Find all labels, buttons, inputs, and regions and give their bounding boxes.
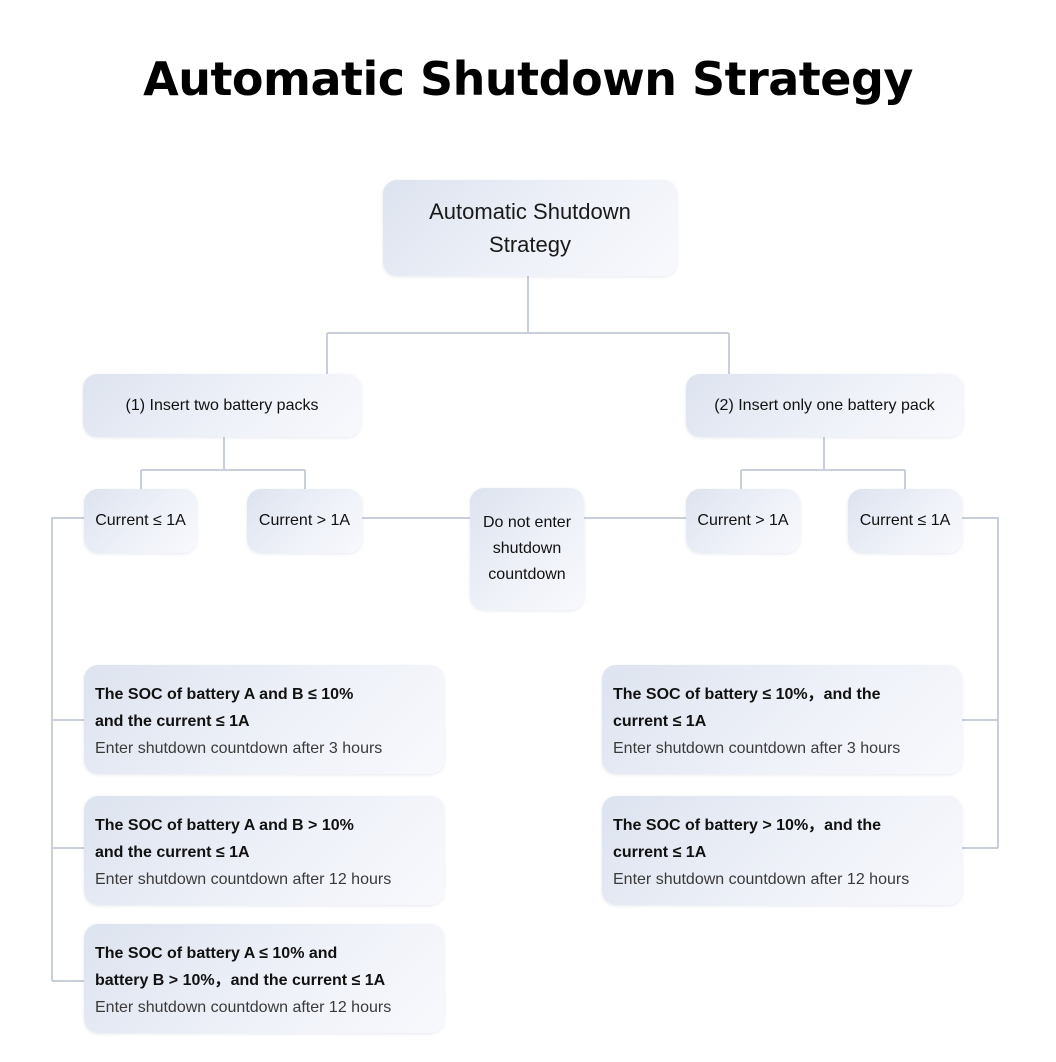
rule-condition-line-1: The SOC of battery > 10%，and the (613, 817, 882, 834)
rule-condition-line-2: and the current ≤ 1A (95, 844, 250, 861)
no-countdown-line-2: shutdown (492, 540, 562, 557)
condition-left-current-high: Current > 1A (247, 489, 362, 553)
branch-two-battery-packs: (1) Insert two battery packs (83, 374, 361, 437)
condition-right-current-high: Current > 1A (686, 489, 800, 553)
no-countdown-line-3: countdown (488, 566, 566, 583)
rule-action: Enter shutdown countdown after 3 hours (613, 740, 901, 757)
page-title: Automatic Shutdown Strategy (143, 52, 913, 106)
root-node-line-2: Strategy (489, 232, 571, 257)
rule-two-packs-2: The SOC of battery A and B > 10% and the… (84, 796, 444, 905)
branch-one-battery-pack-label: (2) Insert only one battery pack (714, 396, 935, 414)
condition-label: Current ≤ 1A (859, 512, 951, 529)
condition-label: Current ≤ 1A (95, 512, 186, 529)
branch-two-battery-packs-label: (1) Insert two battery packs (125, 396, 319, 414)
rule-one-pack-1: The SOC of battery ≤ 10%，and the current… (602, 665, 962, 774)
rule-action: Enter shutdown countdown after 12 hours (95, 871, 392, 888)
root-node-line-1: Automatic Shutdown (429, 199, 631, 224)
rule-action: Enter shutdown countdown after 12 hours (613, 871, 910, 888)
rule-action: Enter shutdown countdown after 12 hours (95, 999, 392, 1016)
rule-condition-line-1: The SOC of battery A ≤ 10% and (95, 945, 338, 962)
no-shutdown-countdown-node: Do not enter shutdown countdown (470, 488, 584, 610)
rule-two-packs-3: The SOC of battery A ≤ 10% and battery B… (84, 924, 444, 1033)
rule-condition-line-1: The SOC of battery A and B > 10% (95, 817, 354, 834)
condition-left-current-low: Current ≤ 1A (84, 489, 197, 553)
rule-action: Enter shutdown countdown after 3 hours (95, 740, 383, 757)
branch-one-battery-pack: (2) Insert only one battery pack (686, 374, 963, 437)
condition-label: Current > 1A (697, 512, 789, 529)
rule-condition-line-2: battery B > 10%，and the current ≤ 1A (95, 972, 386, 989)
connector-left-low-bracket (51, 517, 84, 981)
rule-two-packs-1: The SOC of battery A and B ≤ 10% and the… (84, 665, 444, 774)
rule-condition-line-2: current ≤ 1A (613, 713, 707, 730)
rule-condition-line-1: The SOC of battery A and B ≤ 10% (95, 686, 354, 703)
root-node: Automatic Shutdown Strategy (383, 180, 677, 276)
condition-right-current-low: Current ≤ 1A (848, 489, 962, 553)
rule-condition-line-1: The SOC of battery ≤ 10%，and the (613, 686, 881, 703)
condition-label: Current > 1A (258, 512, 351, 529)
no-countdown-line-1: Do not enter (482, 514, 572, 531)
rule-condition-line-2: and the current ≤ 1A (95, 713, 250, 730)
connector-right-low-bracket (962, 517, 999, 848)
rule-condition-line-2: current ≤ 1A (613, 844, 707, 861)
rule-one-pack-2: The SOC of battery > 10%，and the current… (602, 796, 962, 905)
